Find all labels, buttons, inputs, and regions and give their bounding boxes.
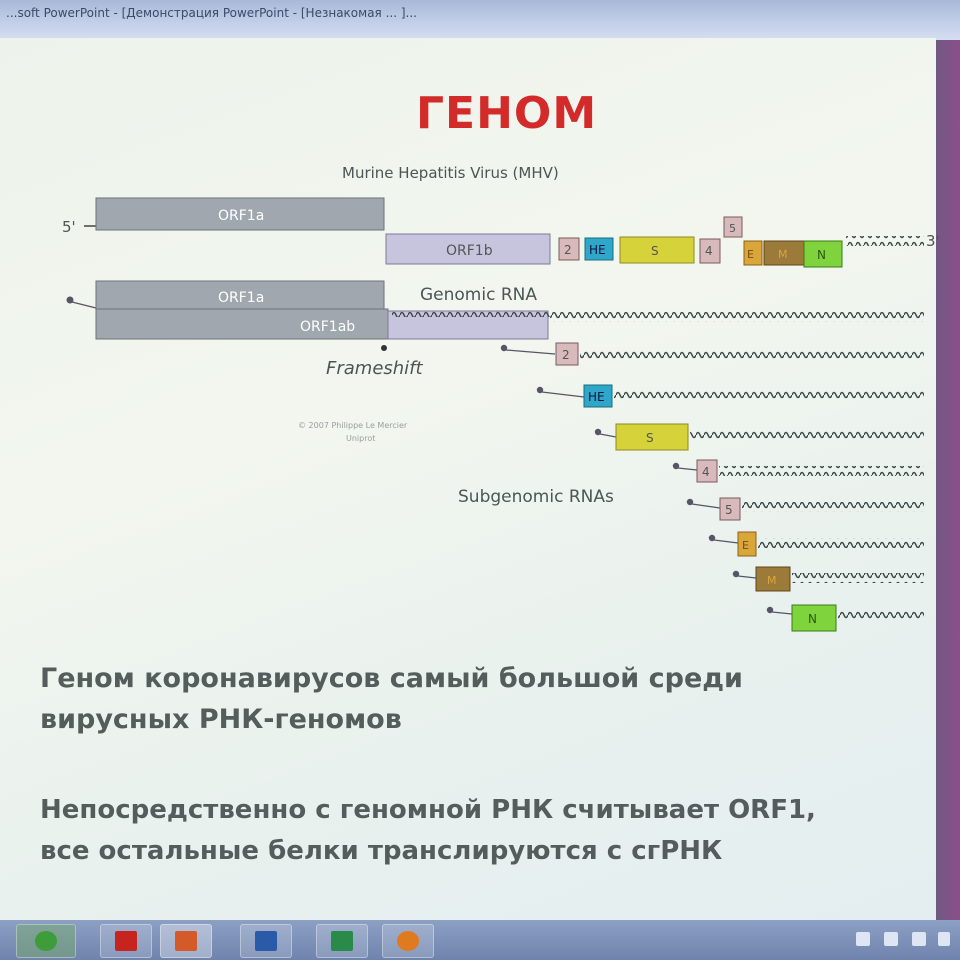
sg-5-label: 5 — [725, 503, 733, 517]
body-line-2: вирусных РНК-геномов — [40, 704, 402, 735]
body-line-4: все остальные белки транслируются с сгРН… — [40, 836, 723, 866]
body-paragraph-1: Геном коронавирусов самый большой среди … — [40, 658, 743, 740]
sg-n-strand — [838, 609, 924, 619]
orf1a-label: ORF1a — [218, 208, 264, 224]
sg-2-strand — [580, 350, 924, 360]
body-paragraph-2: Непосредственно с геномной РНК считывает… — [40, 790, 816, 872]
tray-volume-icon[interactable] — [912, 932, 926, 946]
sg-4-strand — [719, 466, 924, 476]
copyright-line-2: Uniprot — [346, 434, 375, 443]
sg-5-box — [719, 497, 741, 521]
orf1a-box — [95, 197, 385, 231]
sg-s-strand — [690, 430, 924, 440]
sg-4-label: 4 — [702, 465, 710, 479]
taskbar-acrobat-button[interactable] — [100, 924, 152, 958]
taskbar-powerpoint-button[interactable] — [160, 924, 212, 958]
body-line-1: Геном коронавирусов самый большой среди — [40, 663, 743, 694]
orf1ab-label: ORF1ab — [300, 319, 355, 335]
diagram-subtitle: Murine Hepatitis Virus (MHV) — [342, 164, 559, 182]
genomic-rna-strand-b — [550, 312, 924, 322]
excel-icon — [331, 931, 353, 951]
gene-e-box — [743, 240, 763, 266]
orf1a-translation-label: ORF1a — [218, 290, 264, 306]
tray-clock-icon[interactable] — [938, 932, 950, 946]
slide — [0, 38, 936, 920]
sg-2-box — [555, 342, 579, 366]
sg-m-strand — [792, 573, 924, 583]
gene-s-label: S — [651, 244, 659, 258]
window-titlebar: ...soft PowerPoint - [Демонстрация Power… — [0, 0, 960, 40]
sg-s-box — [615, 423, 689, 451]
taskbar — [0, 920, 960, 960]
sg-m-label: M — [767, 574, 777, 587]
sg-n-box — [791, 604, 837, 632]
gene-5-label: 5 — [729, 222, 736, 235]
slide-title: ГЕНОМ — [416, 88, 598, 139]
gene-he-box — [584, 237, 614, 261]
polya-tail — [846, 236, 924, 246]
copyright-line-1: © 2007 Philippe Le Mercier — [298, 421, 408, 430]
gene-m-label: M — [778, 248, 788, 261]
window-title: ...soft PowerPoint - [Демонстрация Power… — [6, 6, 417, 20]
gene-n-box — [803, 240, 843, 268]
orf1b-label: ORF1b — [446, 243, 493, 259]
gene-e-label: E — [747, 248, 754, 261]
sg-he-strand — [614, 390, 924, 400]
gene-2-label: 2 — [564, 243, 572, 257]
frameshift-dot — [381, 345, 387, 351]
start-orb-icon — [35, 931, 57, 951]
firefox-icon — [397, 931, 419, 951]
genomic-rna-strand-a — [392, 309, 550, 317]
orf1b-box — [385, 233, 551, 265]
genomic-rna-label: Genomic RNA — [420, 285, 537, 305]
powerpoint-icon — [175, 931, 197, 951]
sg-he-label: HE — [588, 390, 605, 404]
gene-4-box — [699, 238, 721, 264]
sg-5-strand — [742, 502, 924, 512]
gene-n-label: N — [817, 248, 826, 262]
sg-4-box — [696, 459, 718, 483]
sg-e-box — [737, 531, 757, 557]
taskbar-firefox-button[interactable] — [382, 924, 434, 958]
gene-4-label: 4 — [705, 244, 713, 258]
sg-he-box — [583, 384, 613, 408]
body-line-3: Непосредственно с геномной РНК считывает… — [40, 795, 816, 825]
sg-s-label: S — [646, 431, 654, 445]
gene-s-box — [619, 236, 695, 264]
three-prime-label: 3' — [926, 232, 940, 250]
sg-n-label: N — [808, 612, 817, 626]
subgenomic-rnas-label: Subgenomic RNAs — [458, 487, 614, 507]
tray-network-icon[interactable] — [884, 932, 898, 946]
acrobat-icon — [115, 931, 137, 951]
taskbar-excel-button[interactable] — [316, 924, 368, 958]
sg-e-strand — [758, 538, 924, 548]
sg-m-box — [755, 566, 791, 592]
gene-he-label: HE — [589, 243, 606, 257]
frameshift-label: Frameshift — [326, 358, 424, 379]
start-button[interactable] — [16, 924, 76, 958]
tray-flag-icon[interactable] — [856, 932, 870, 946]
gene-2-box — [558, 237, 580, 261]
cap-dot — [66, 296, 74, 304]
five-prime-label: 5' — [62, 218, 76, 236]
taskbar-word-button[interactable] — [240, 924, 292, 958]
sg-2-label: 2 — [562, 348, 570, 362]
orf1ab-box-left — [95, 308, 389, 340]
sg-e-label: E — [742, 539, 749, 552]
gene-5-box — [723, 216, 743, 238]
word-icon — [255, 931, 277, 951]
